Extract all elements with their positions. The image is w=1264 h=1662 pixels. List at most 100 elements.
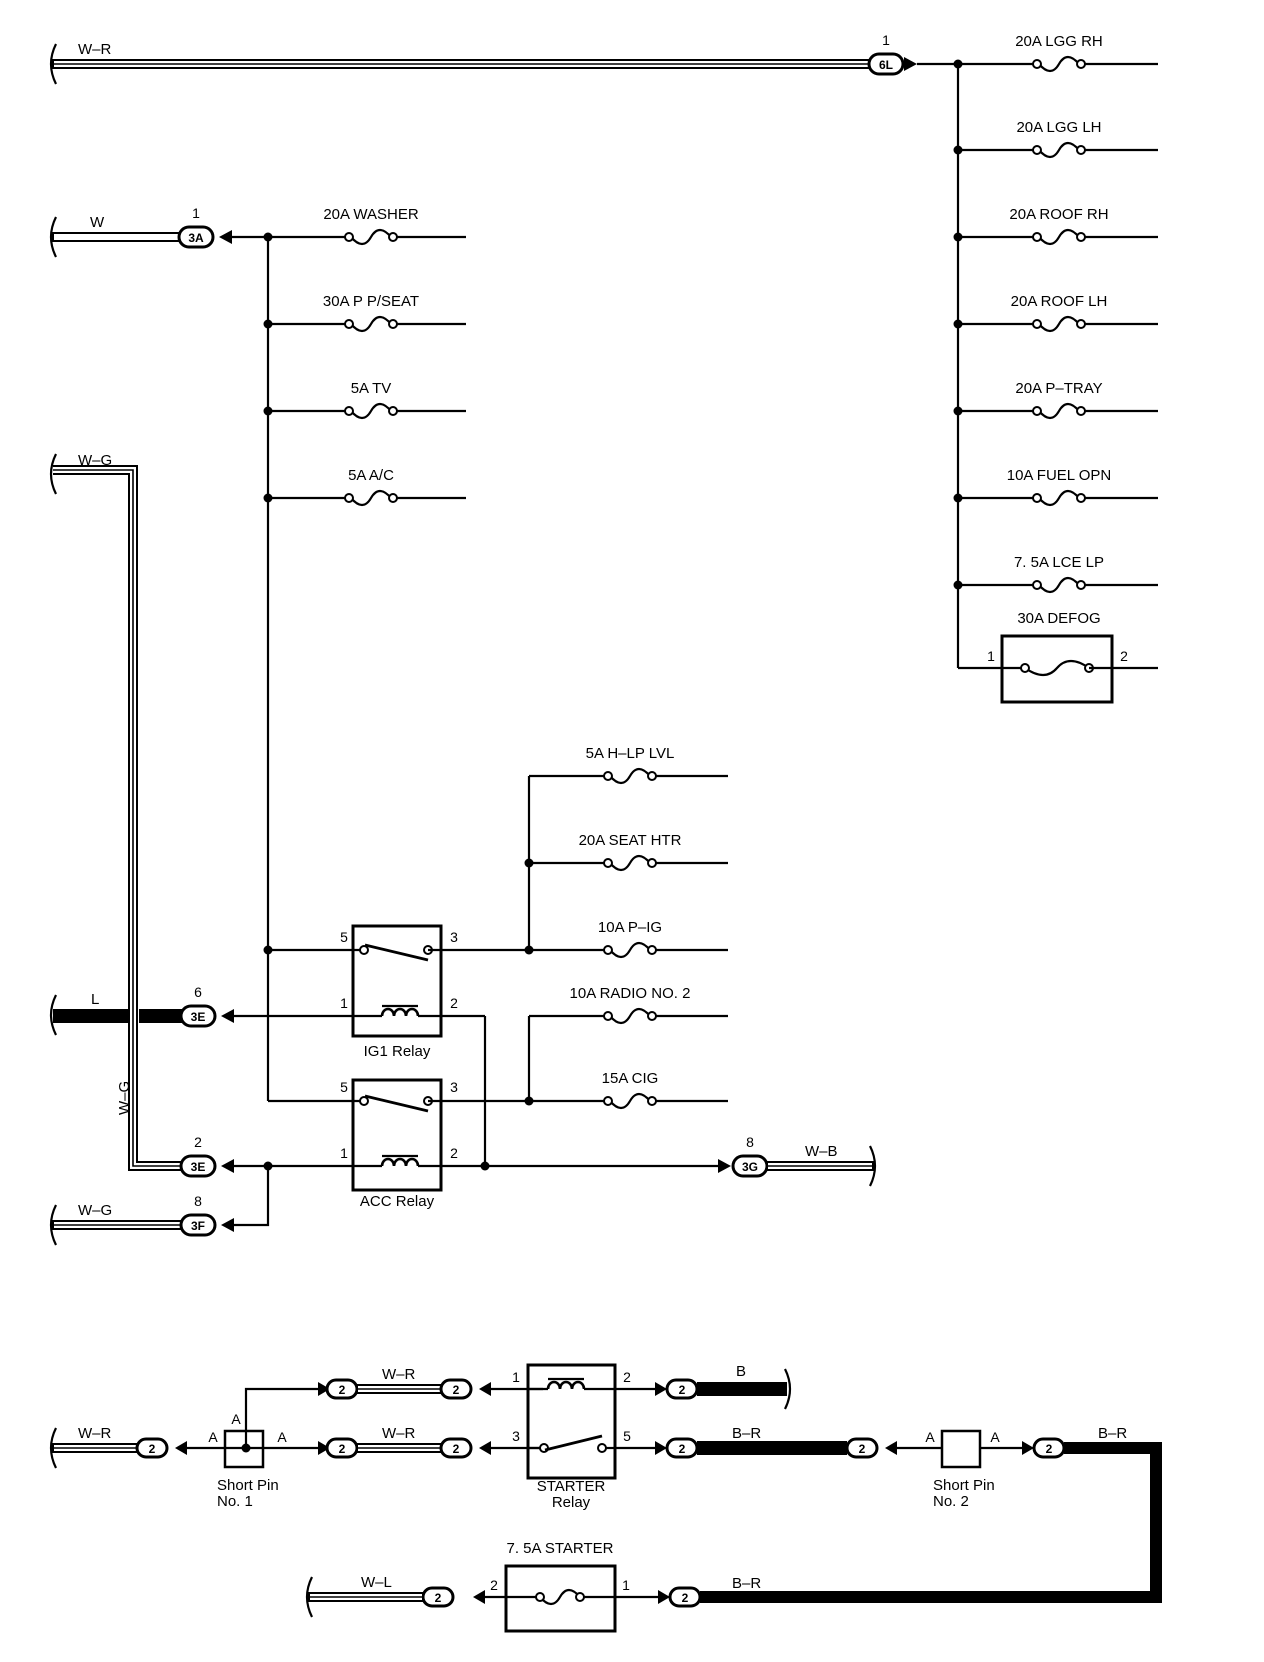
pin-number: 3 bbox=[450, 1079, 458, 1095]
svg-text:2: 2 bbox=[679, 1442, 686, 1456]
connector-3E-2: 3E 2 bbox=[179, 1134, 217, 1178]
wire-break-icon bbox=[49, 453, 57, 495]
connector-pin-number: 8 bbox=[194, 1193, 202, 1209]
fuse-branch: 5A H–LP LVL bbox=[529, 745, 728, 785]
fuse-branch: 20A P–TRAY bbox=[953, 380, 1158, 420]
pin-number: 2 bbox=[1120, 648, 1128, 664]
fuse-label: 10A FUEL OPN bbox=[1007, 467, 1112, 484]
wire-color-label: W–B bbox=[805, 1143, 838, 1160]
wire-color-label: W–R bbox=[382, 1425, 416, 1442]
short-pin-label: Short Pin bbox=[217, 1477, 279, 1494]
starter-circuit: W–R 2 A A A Short Pin No. 1 2 W–R 2 bbox=[49, 1363, 1162, 1633]
wire-color-label: B–R bbox=[732, 1425, 761, 1442]
fuse-branch: 20A LGG LH bbox=[953, 119, 1158, 159]
wire-color-label: B–R bbox=[1098, 1425, 1127, 1442]
wg-l-harness: W–G W–G L 3E 6 3E 2 W–G 3F 8 bbox=[49, 452, 273, 1246]
starter-relay: 1 2 3 5 STARTER Relay bbox=[512, 1363, 631, 1511]
svg-text:6L: 6L bbox=[879, 58, 893, 72]
fuse-label: 20A WASHER bbox=[323, 206, 418, 223]
pin-number: 1 bbox=[622, 1577, 630, 1593]
wire-break-icon bbox=[49, 994, 57, 1036]
fuse-label: 20A LGG LH bbox=[1016, 119, 1101, 136]
pin-number: 2 bbox=[450, 995, 458, 1011]
ig1-relay: 5 3 1 2 IG1 Relay bbox=[234, 924, 529, 1166]
connector-pin-number: 2 bbox=[194, 1134, 202, 1150]
connector-6L: 6L 1 bbox=[867, 32, 905, 76]
pin-number: 2 bbox=[490, 1577, 498, 1593]
pin-letter: A bbox=[277, 1429, 287, 1445]
svg-text:2: 2 bbox=[149, 1442, 156, 1456]
fuse-30a-defog: 30A DEFOG 1 2 bbox=[958, 610, 1158, 704]
wire-color-label: W–L bbox=[361, 1574, 392, 1591]
relay-label: STARTER bbox=[537, 1478, 606, 1495]
top-supply-harness: W–R 6L 1 bbox=[49, 32, 958, 85]
relay-label: ACC Relay bbox=[360, 1193, 435, 1210]
pin-number: 1 bbox=[987, 648, 995, 664]
wire-break-icon bbox=[49, 43, 57, 85]
wire-color-label: W–R bbox=[382, 1366, 416, 1383]
svg-text:3F: 3F bbox=[191, 1219, 205, 1233]
fuse-label: 20A LGG RH bbox=[1015, 33, 1103, 50]
w-supply-harness: W 3A 1 bbox=[49, 205, 268, 258]
fuse-7-5a-starter: 7. 5A STARTER 2 1 bbox=[490, 1540, 630, 1633]
wire-color-label: W–G bbox=[116, 1081, 133, 1115]
pin-letter: A bbox=[231, 1411, 241, 1427]
connector-3A: 3A 1 bbox=[177, 205, 215, 249]
svg-text:3A: 3A bbox=[188, 231, 204, 245]
fuse-label: 20A ROOF RH bbox=[1009, 206, 1108, 223]
svg-text:2: 2 bbox=[453, 1383, 460, 1397]
svg-text:3G: 3G bbox=[742, 1160, 758, 1174]
relay-label: IG1 Relay bbox=[364, 1043, 431, 1060]
fuse-branch: 10A RADIO NO. 2 bbox=[529, 985, 728, 1025]
fuse-branch: 20A ROOF LH bbox=[953, 293, 1158, 333]
connector-3E-6: 3E 6 bbox=[179, 984, 217, 1028]
svg-text:2: 2 bbox=[679, 1383, 686, 1397]
pin-letter: A bbox=[208, 1429, 218, 1445]
wire-color-label: B bbox=[736, 1363, 746, 1380]
fuse-label: 20A P–TRAY bbox=[1015, 380, 1102, 397]
fuse-label: 20A SEAT HTR bbox=[579, 832, 682, 849]
pin-number: 1 bbox=[340, 1145, 348, 1161]
short-pin-no1: A A A Short Pin No. 1 bbox=[208, 1387, 318, 1510]
fuse-label: 7. 5A STARTER bbox=[507, 1540, 614, 1557]
fuse-label: 5A H–LP LVL bbox=[586, 745, 675, 762]
fuse-branch: 5A A/C bbox=[263, 467, 466, 507]
pin-letter: A bbox=[990, 1429, 1000, 1445]
wire-color-label: L bbox=[91, 991, 99, 1008]
fuse-branch: 30A P P/SEAT bbox=[263, 293, 466, 333]
svg-text:2: 2 bbox=[682, 1591, 689, 1605]
pin-number: 5 bbox=[340, 1079, 348, 1095]
wire-break-icon bbox=[49, 1204, 57, 1246]
short-pin-label: No. 2 bbox=[933, 1493, 969, 1510]
connector-3G: 3G 8 W–B bbox=[718, 1134, 877, 1187]
fuse-branch: 15A CIG bbox=[529, 1070, 728, 1110]
svg-text:2: 2 bbox=[435, 1591, 442, 1605]
fuse-label: 15A CIG bbox=[602, 1070, 659, 1087]
relay-label: Relay bbox=[552, 1494, 591, 1511]
fuse-label: 10A P–IG bbox=[598, 919, 662, 936]
fuse-branch: 10A FUEL OPN bbox=[953, 467, 1158, 507]
pin-number: 3 bbox=[450, 929, 458, 945]
svg-text:2: 2 bbox=[339, 1442, 346, 1456]
pin-number: 1 bbox=[512, 1369, 520, 1385]
fuse-branch: 20A WASHER bbox=[263, 206, 466, 246]
svg-text:2: 2 bbox=[1046, 1442, 1053, 1456]
pin-number: 5 bbox=[623, 1428, 631, 1444]
wire-color-label: B–R bbox=[732, 1575, 761, 1592]
fuse-label: 30A DEFOG bbox=[1017, 610, 1100, 627]
wire-color-label: W–G bbox=[78, 1202, 112, 1219]
right-fuse-bus: 20A LGG RH 20A LGG LH 20A ROOF RH 20A ROOF … bbox=[953, 33, 1158, 704]
acc-relay: 5 3 1 2 ACC Relay bbox=[268, 1078, 718, 1210]
svg-text:2: 2 bbox=[859, 1442, 866, 1456]
wire-break-icon bbox=[49, 216, 57, 258]
fuse-branch: 20A ROOF RH bbox=[953, 206, 1158, 246]
connector-pin-number: 1 bbox=[882, 32, 890, 48]
fuse-label: 5A A/C bbox=[348, 467, 394, 484]
short-pin-no2: A A Short Pin No. 2 bbox=[925, 1429, 1022, 1510]
wire-color-label: W–R bbox=[78, 41, 112, 58]
connector-pin-number: 8 bbox=[746, 1134, 754, 1150]
wire-color-label: W–G bbox=[78, 452, 112, 469]
fuse-branch: 20A LGG RH bbox=[953, 33, 1158, 73]
